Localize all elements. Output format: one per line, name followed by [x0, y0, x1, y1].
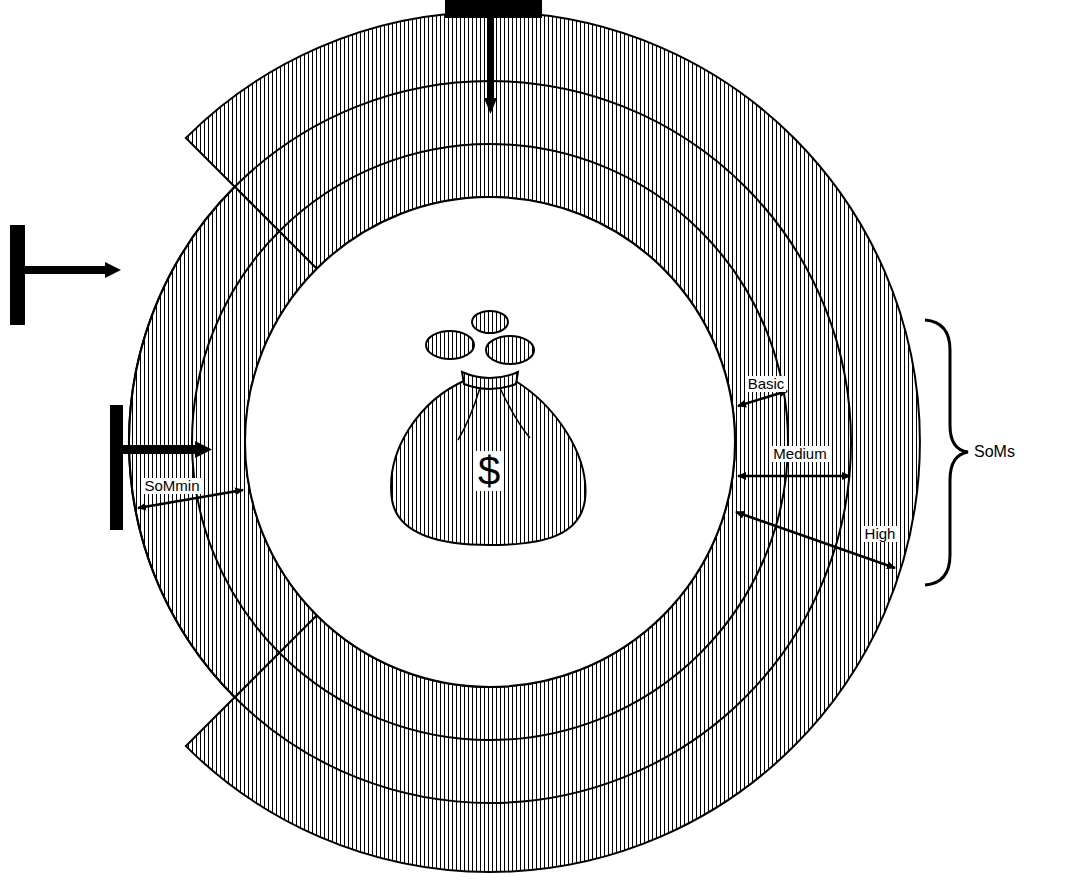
t-marker: [10, 225, 121, 325]
ring-label: Medium: [771, 446, 828, 463]
curly-brace: [925, 320, 968, 585]
t-marker: [110, 405, 212, 530]
ring-label: Basic: [746, 376, 787, 393]
t-marker: [445, 0, 542, 114]
ring-label: High: [863, 526, 898, 543]
money-bag: [391, 311, 585, 545]
currency-symbol: $: [475, 451, 503, 491]
dimension-label: SoMmin: [142, 478, 201, 495]
dimension-arrow: [138, 391, 895, 568]
outer-ring-band: [186, 12, 920, 872]
brace-label: SoMs: [972, 443, 1017, 461]
inner-circle: [245, 197, 735, 687]
ring-border: [192, 144, 788, 740]
ring-border: [129, 81, 851, 803]
